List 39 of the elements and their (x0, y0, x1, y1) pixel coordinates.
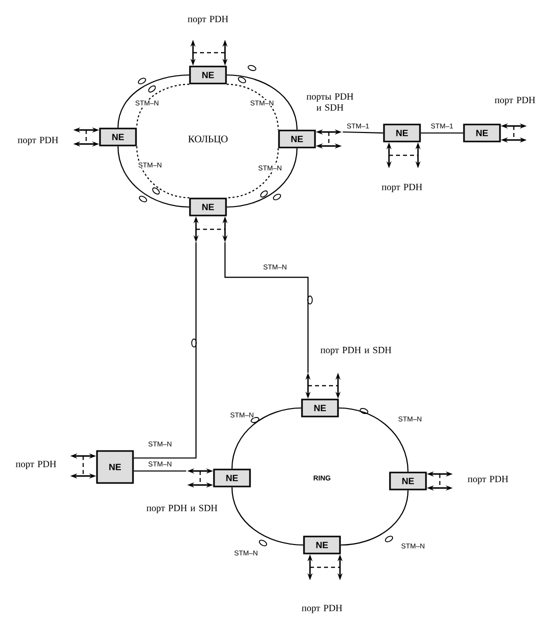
link-line (340, 490, 409, 546)
ne-box: NE (96, 450, 134, 484)
link-line (117, 146, 190, 208)
link-line (338, 407, 409, 472)
ne-box: NE (99, 128, 137, 146)
link-line (420, 132, 464, 134)
link-line (117, 74, 190, 128)
ne-box: NE (278, 130, 316, 148)
link-line (136, 146, 190, 198)
ne-box: NE (189, 198, 227, 216)
link-line (231, 407, 302, 469)
link-line (226, 84, 279, 130)
link-line (226, 148, 279, 198)
link-line (226, 74, 298, 130)
port-label: порт PDH (188, 16, 228, 24)
link-line (134, 470, 186, 472)
link-line (224, 242, 309, 373)
port-label: порт PDH (468, 476, 508, 484)
link-line (231, 487, 304, 546)
port-label: порт PDH и SDH (146, 504, 218, 514)
ne-box: NE (303, 536, 341, 554)
port-label: порт PDH и SDH (320, 346, 392, 356)
port-label: порт PDH (18, 136, 58, 146)
link-line (134, 242, 197, 459)
port-label: порт PDH (494, 96, 536, 106)
port-label: порты PDH и SDH (306, 93, 354, 111)
ne-box: NE (301, 398, 339, 418)
link-line (342, 131, 384, 134)
link-line (136, 84, 190, 128)
ring-label: КОЛЬЦО (188, 136, 228, 144)
port-label: порт PDH (382, 184, 422, 192)
port-label: порт PDH (16, 460, 56, 470)
ne-box: NE (189, 66, 227, 84)
ne-box: NE (389, 472, 427, 490)
ne-box: NE (213, 468, 251, 488)
ne-box: NE (463, 124, 501, 142)
port-label: порт PDH (302, 604, 342, 614)
link-line (226, 148, 298, 208)
ne-box: NE (383, 124, 421, 142)
